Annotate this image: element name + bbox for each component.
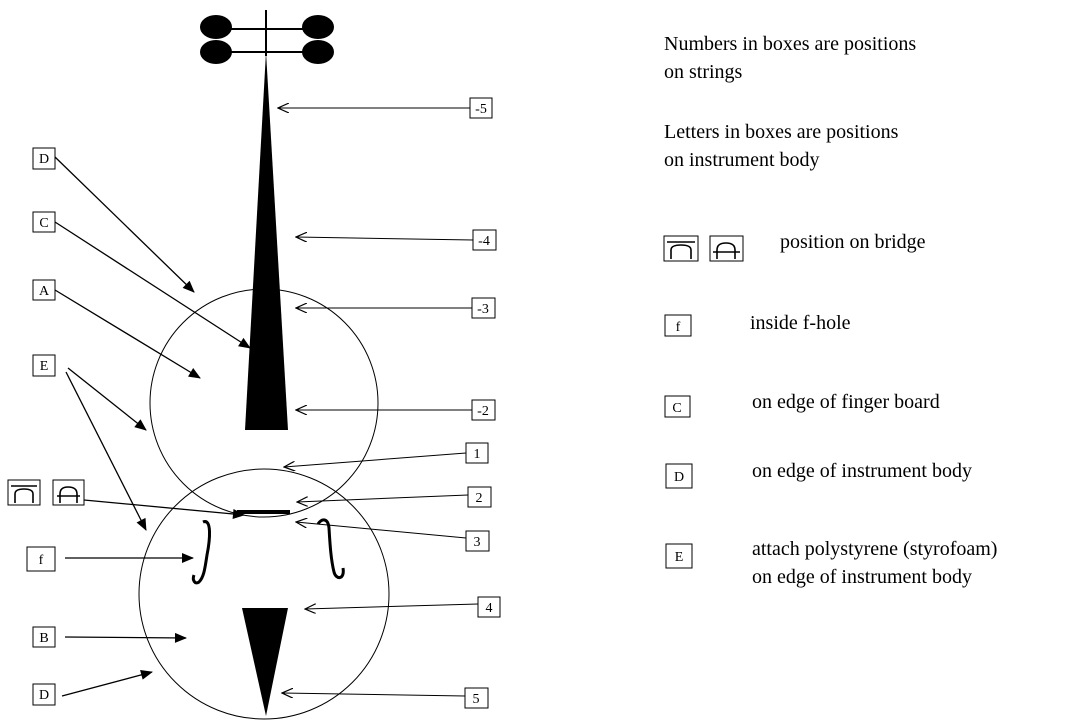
label-4: 4 xyxy=(486,601,493,616)
legend-bridge-top-icon xyxy=(667,241,695,259)
legend-c-box: C xyxy=(672,401,681,416)
legend-symbols: f C D E xyxy=(663,235,744,569)
body-position-markers: D C A E f B D xyxy=(26,147,251,706)
lower-body-circle xyxy=(138,468,390,720)
label-B: B xyxy=(39,631,48,646)
legend-letters-line1: Letters in boxes are positions xyxy=(664,121,899,143)
f-holes xyxy=(191,518,345,585)
legend-intro-line2: on strings xyxy=(664,61,743,83)
upper-body-circle xyxy=(149,288,379,518)
legend-intro-line1: Numbers in boxes are positions xyxy=(664,33,917,55)
bridge-middle-icon xyxy=(57,486,80,503)
label-minus-5: -5 xyxy=(475,102,487,117)
label-A: A xyxy=(39,284,50,299)
legend-f-text: inside f-hole xyxy=(750,312,851,334)
label-5: 5 xyxy=(473,692,480,707)
legend-e-box: E xyxy=(675,550,684,565)
label-C: C xyxy=(39,216,48,231)
legend-letters-line2: on instrument body xyxy=(664,149,820,171)
tailpiece xyxy=(242,608,288,716)
label-D-bottom: D xyxy=(39,688,49,703)
bridge-markers-left xyxy=(7,479,245,519)
bridge xyxy=(237,510,290,514)
label-1: 1 xyxy=(474,447,481,462)
tuning-pegs xyxy=(200,10,334,64)
legend-d-text: on edge of instrument body xyxy=(752,460,972,482)
legend-e-line1: attach polystyrene (styrofoam) xyxy=(752,538,998,560)
legend-intro: Numbers in boxes are positions on string… xyxy=(664,30,916,86)
legend-bridge-text: position on bridge xyxy=(780,231,926,253)
legend-bridge-middle-icon xyxy=(713,242,740,259)
label-D-top: D xyxy=(39,152,49,167)
label-minus-3: -3 xyxy=(477,302,489,317)
legend-letters: Letters in boxes are positions on instru… xyxy=(664,118,898,174)
bridge-top-icon xyxy=(11,485,37,503)
legend-f-box: f xyxy=(676,320,681,335)
label-E: E xyxy=(40,359,49,374)
legend-e-text: attach polystyrene (styrofoam) on edge o… xyxy=(752,535,997,591)
label-f: f xyxy=(39,553,44,568)
finger-board xyxy=(245,52,288,430)
label-3: 3 xyxy=(474,535,481,550)
string-position-markers: -5 -4 -3 -2 1 2 3 4 5 xyxy=(278,97,501,709)
label-minus-4: -4 xyxy=(478,234,490,249)
legend-c-text: on edge of finger board xyxy=(752,391,940,413)
legend-d-box: D xyxy=(674,470,684,485)
label-2: 2 xyxy=(476,491,483,506)
label-minus-2: -2 xyxy=(477,404,489,419)
legend-e-line2: on edge of instrument body xyxy=(752,566,972,588)
